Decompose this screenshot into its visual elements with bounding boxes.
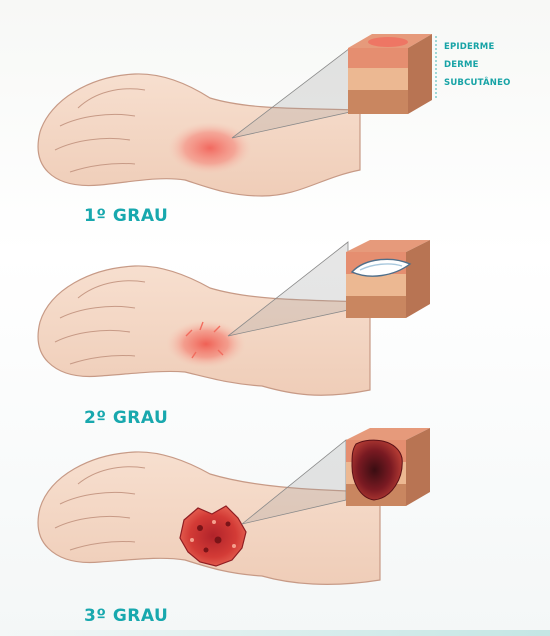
first-degree-burn-area bbox=[168, 122, 252, 174]
skin-section-first-degree bbox=[348, 34, 436, 114]
bottom-decor bbox=[0, 630, 550, 636]
layer-label-subcutaneo: SUBCUTÂNEO bbox=[444, 78, 511, 88]
layer-label-derme: DERME bbox=[444, 60, 479, 70]
layer-label-epiderme: EPIDERME bbox=[444, 42, 494, 52]
grade-label-third: 3º GRAU bbox=[84, 606, 168, 626]
grade-label-first: 1º GRAU bbox=[84, 206, 168, 226]
skin-section-second-degree bbox=[346, 240, 430, 318]
second-degree-burn-area bbox=[166, 320, 246, 368]
skin-section-third-degree bbox=[346, 428, 430, 506]
grade-label-second: 2º GRAU bbox=[84, 408, 168, 428]
